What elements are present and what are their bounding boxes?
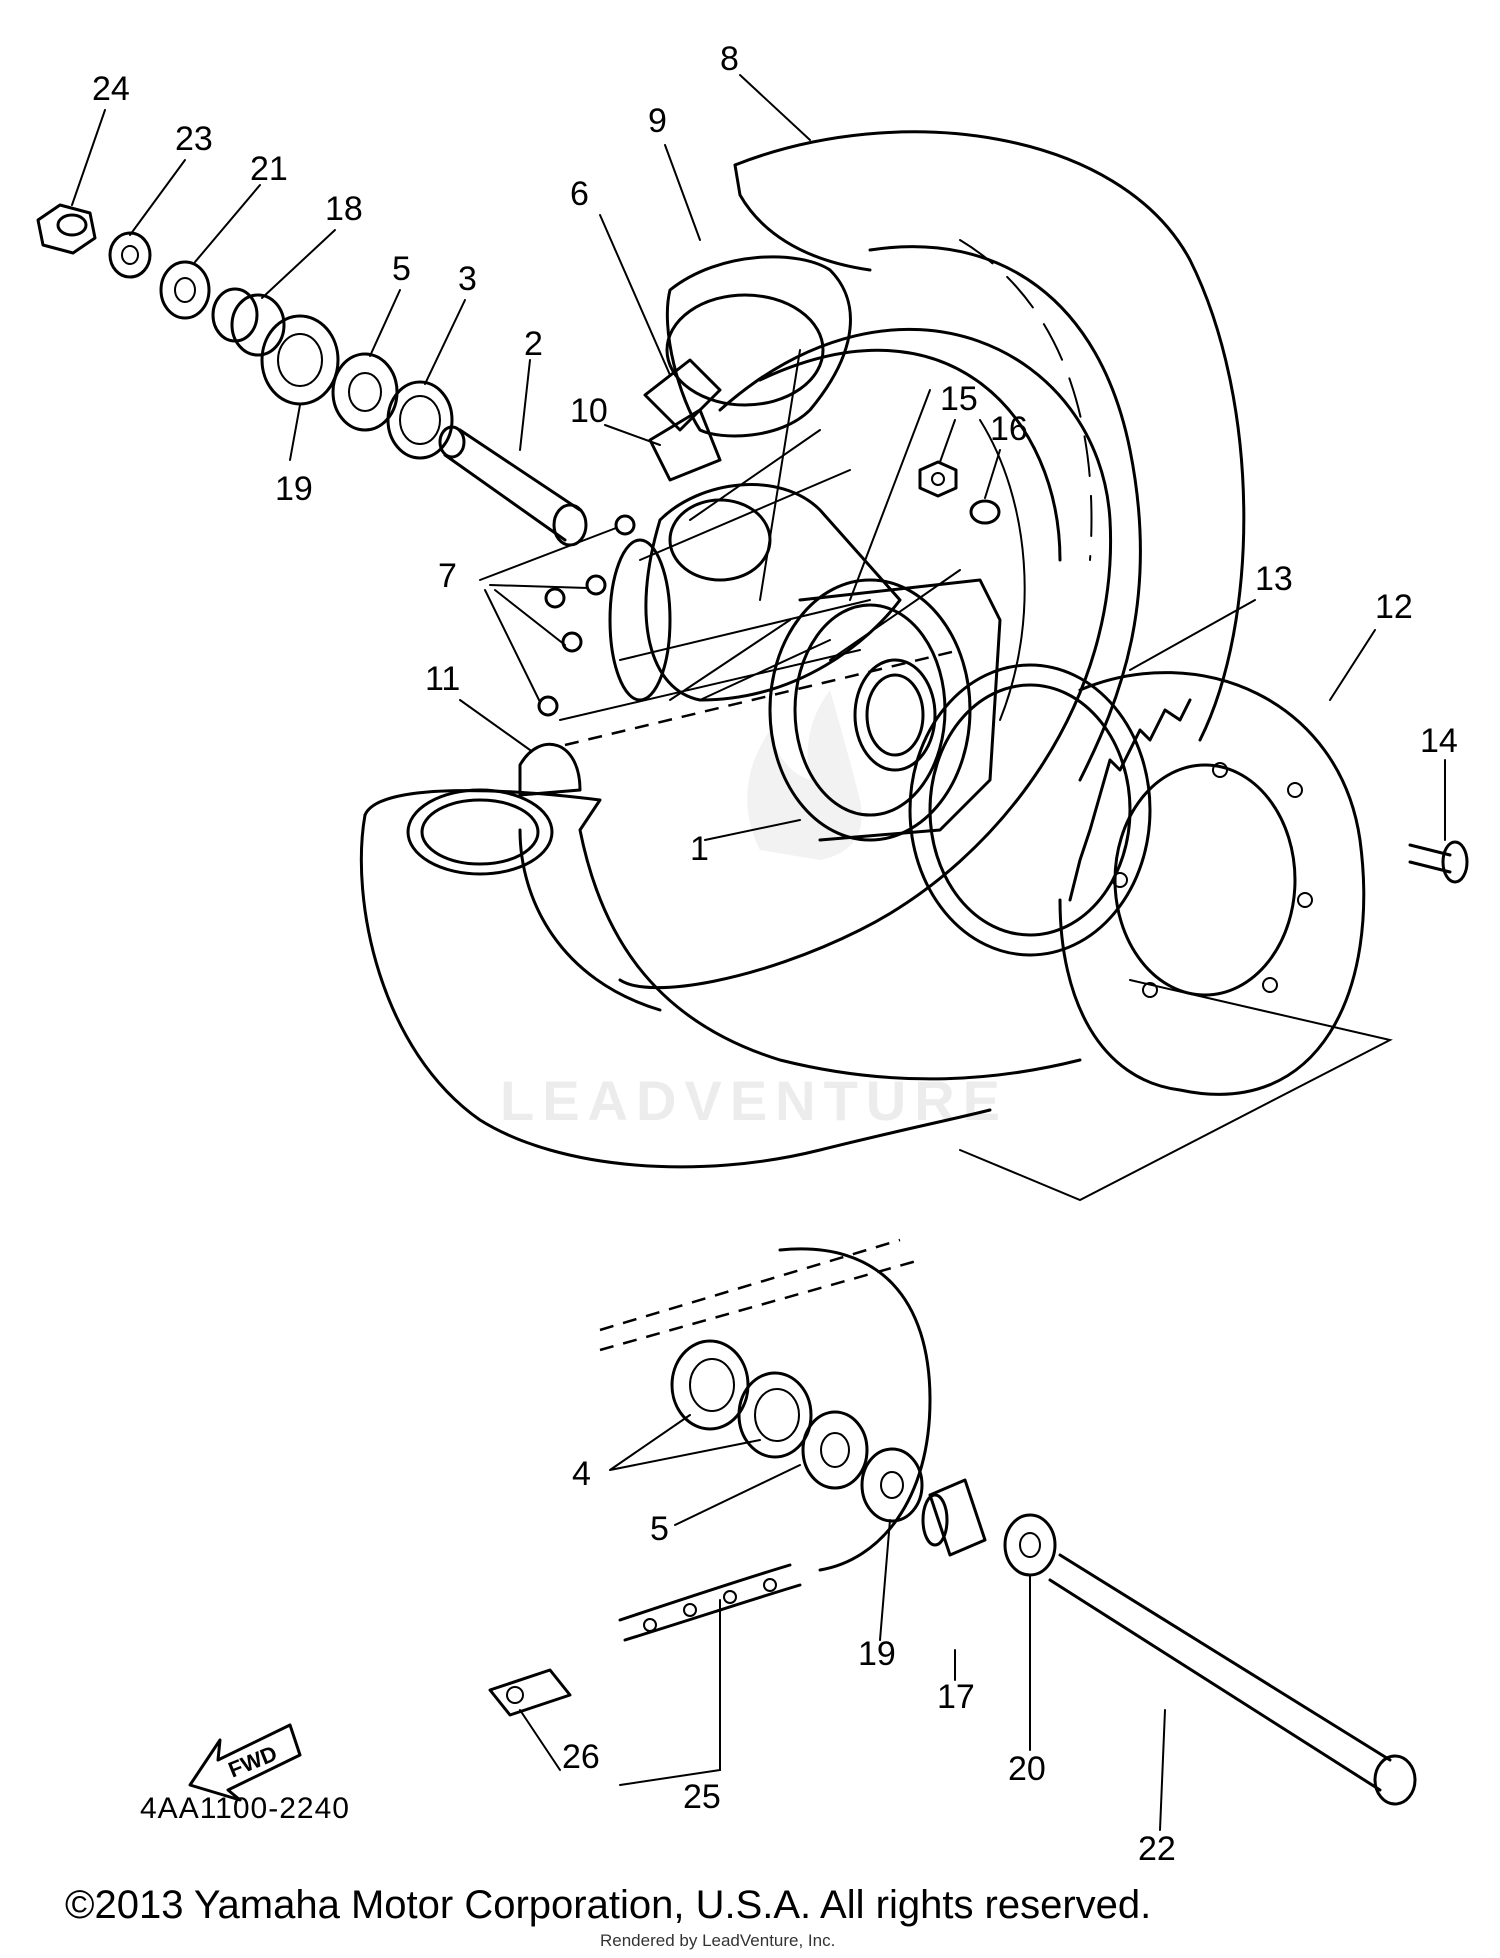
spoke-nipples [537,514,636,717]
seal-19 [260,314,340,406]
callout-11: 11 [425,660,460,698]
chain-25 [618,1563,802,1642]
washer-20 [1003,1513,1057,1577]
bolt-14 [1408,840,1469,884]
wheel-assembly [359,130,1469,1202]
callout-3: 3 [458,260,477,298]
cover-11 [518,742,582,797]
callout-5-lower: 5 [650,1510,669,1548]
callout-25: 25 [683,1778,721,1816]
callout-17: 17 [937,1678,975,1716]
tire-outline-icon [733,130,1246,742]
callout-13: 13 [1255,560,1293,598]
callout-18: 18 [325,190,363,228]
callout-16: 16 [990,410,1028,448]
washer-23 [108,231,152,279]
callout-26: 26 [562,1738,600,1776]
leader-lines [71,74,1446,1831]
left-axle-parts [36,203,588,547]
lower-parts: FWD [188,1238,1417,1806]
callout-1: 1 [690,830,709,868]
callout-10: 10 [570,392,608,430]
watermark: LEADVENTURE [500,690,1000,1132]
callout-12: 12 [1375,588,1413,626]
nut-24 [36,203,97,255]
bearing-4a [670,1339,750,1431]
collar-17 [921,1478,987,1557]
diagram-code: 4AA1100-2240 [140,1792,350,1825]
callout-labels: 24 23 21 18 5 3 2 19 8 9 6 10 15 16 7 13… [92,40,1458,1868]
copyright-notice: ©2013 Yamaha Motor Corporation, U.S.A. A… [65,1883,1151,1927]
callout-15: 15 [940,380,978,418]
gasket-13 [908,663,1152,957]
callout-14: 14 [1420,722,1458,760]
callout-9: 9 [648,102,667,140]
callout-24: 24 [92,70,130,108]
lock-washer-21 [159,260,211,320]
joint-26 [488,1668,572,1717]
spacer-5b [801,1410,869,1490]
callout-21: 21 [250,150,288,188]
rendered-by-notice: Rendered by LeadVenture, Inc. [600,1931,835,1950]
bearing-3 [386,380,454,460]
nut-15 [918,460,958,498]
seal-19b [860,1447,924,1523]
hub [608,483,1002,842]
callout-5-upper: 5 [392,250,411,288]
callout-19-lower: 19 [858,1635,896,1673]
callout-22: 22 [1138,1830,1176,1868]
sprocket-12 [1058,671,1366,1096]
fwd-label: FWD [225,1741,281,1783]
bearing-4b [737,1371,813,1459]
callout-2: 2 [524,325,543,363]
callout-7: 7 [438,557,457,595]
spacer-2 [438,425,588,547]
callout-23: 23 [175,120,213,158]
fwd-arrow-icon: FWD [188,1723,302,1802]
axle-22 [1048,1553,1417,1806]
callout-8: 8 [720,40,739,78]
washer-16 [969,499,1001,525]
callout-19-upper: 19 [275,470,313,508]
collar-18 [211,287,286,357]
callout-6: 6 [570,175,589,213]
callout-4: 4 [572,1455,591,1493]
callout-20: 20 [1008,1750,1046,1788]
